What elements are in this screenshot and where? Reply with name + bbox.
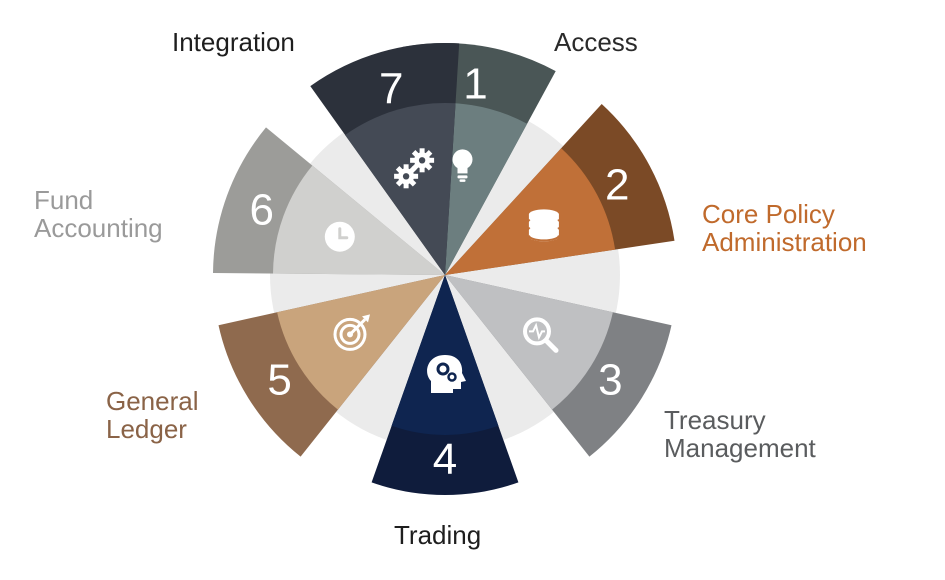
segment-3: 3 (445, 275, 672, 457)
segment-2-label-line: Core Policy (702, 199, 835, 229)
segment-3-number: 3 (598, 355, 622, 404)
target-icon (333, 314, 370, 351)
brain-gears-icon (427, 355, 466, 393)
segment-2: 2 (445, 104, 675, 275)
segment-6-label-line: Fund (34, 185, 94, 215)
segment-7-number: 7 (379, 65, 403, 114)
segment-2-number: 2 (605, 161, 629, 210)
segment-1-number: 1 (463, 59, 487, 108)
segment-4: 4 (371, 275, 519, 496)
segment-7-label: Integration (172, 28, 295, 56)
gears-icon (394, 148, 435, 189)
database-icon (527, 209, 560, 242)
segment-7-label-line: Integration (172, 27, 295, 57)
segment-6-inner-wedge (273, 165, 445, 275)
search-chart-icon (523, 317, 559, 353)
segment-6: 6 (213, 127, 445, 276)
segment-5: 5 (218, 275, 445, 457)
segment-1-label: Access (554, 28, 638, 56)
segment-4-number: 4 (433, 435, 457, 484)
segment-3-label-line: Management (664, 433, 816, 463)
segment-2-label-line: Administration (702, 227, 867, 257)
lightbulb-icon (452, 149, 473, 182)
segment-5-number: 5 (267, 355, 291, 404)
segment-7-inner-wedge (345, 102, 456, 276)
segment-6-label-line: Accounting (34, 213, 163, 243)
segment-5-label-line: General (106, 386, 199, 416)
clock-icon (324, 221, 355, 252)
segment-4-label-line: Trading (394, 520, 482, 550)
segment-2-inner-wedge (445, 148, 616, 275)
segment-4-label: Trading (394, 521, 481, 549)
segment-7: 7 (310, 42, 460, 276)
segment-6-number: 6 (250, 185, 274, 234)
segment-5-label-line: Ledger (106, 414, 187, 444)
segment-3-label-line: Treasury (664, 405, 766, 435)
segment-4-inner-wedge (391, 275, 499, 435)
segment-1-label-line: Access (554, 27, 638, 57)
